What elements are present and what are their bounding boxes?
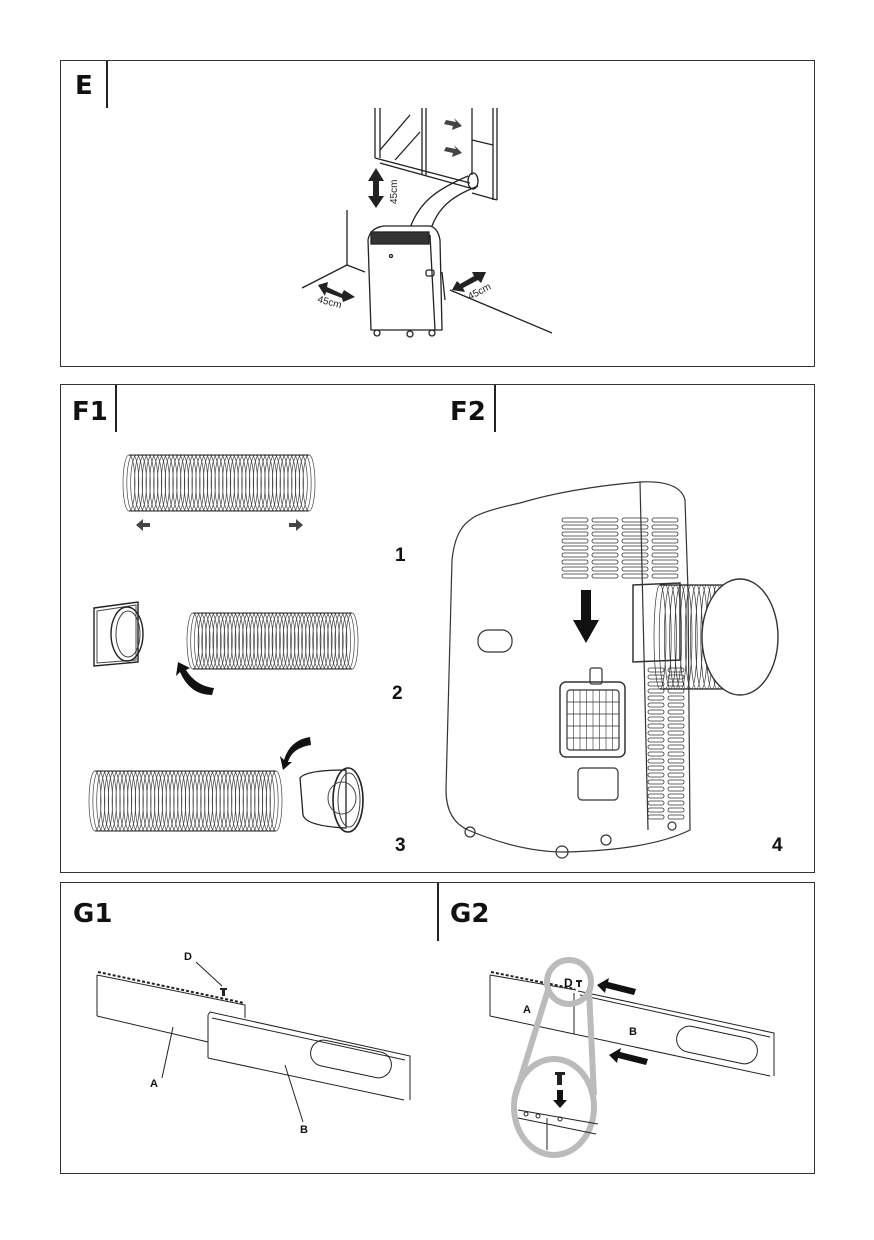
panel-e-label-divider — [106, 61, 108, 108]
panel-f1-label-divider — [115, 385, 117, 432]
panel-f1-label: F1 — [72, 397, 108, 427]
panel-e-label: E — [75, 71, 93, 101]
panel-f2-label-divider — [494, 385, 496, 432]
panel-f2-label: F2 — [450, 397, 486, 427]
panel-g-divider — [437, 883, 439, 941]
panel-g: G1 G2 — [60, 882, 815, 1174]
panel-f: F1 F2 1 2 3 4 — [60, 384, 815, 873]
panel-e: E — [60, 60, 815, 367]
panel-g1-label: G1 — [73, 899, 113, 929]
step-2-number: 2 — [392, 683, 403, 704]
panel-g2-label: G2 — [450, 899, 490, 929]
step-1-number: 1 — [395, 545, 406, 566]
step-4-number: 4 — [772, 835, 783, 856]
step-3-number: 3 — [395, 835, 406, 856]
